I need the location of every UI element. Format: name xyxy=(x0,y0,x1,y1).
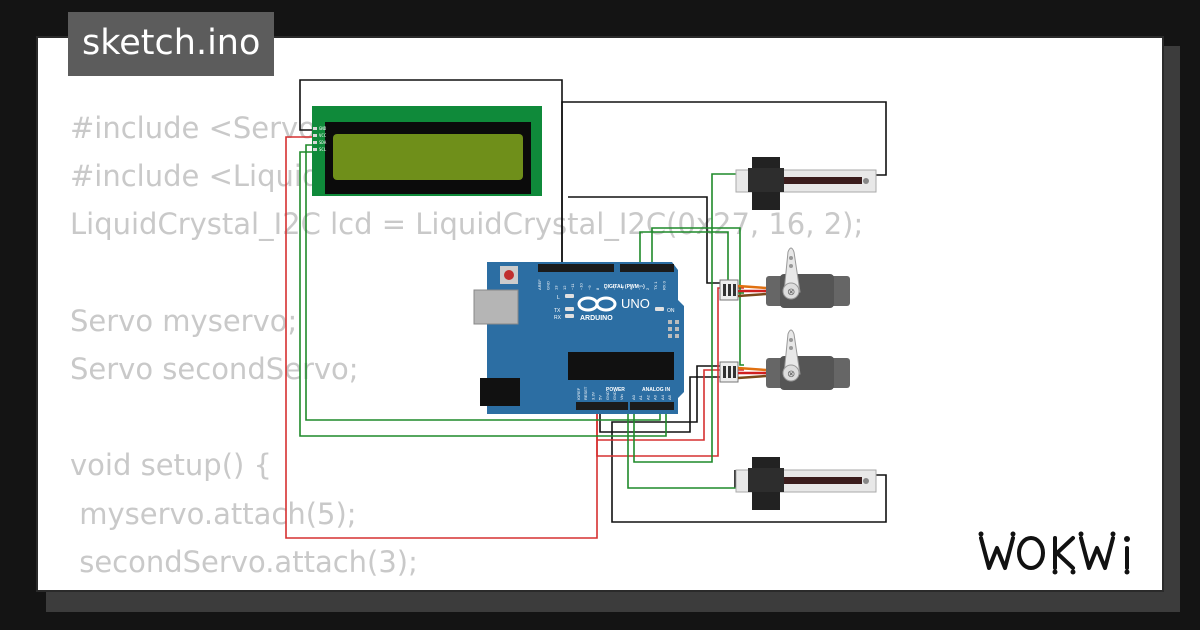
pin-label: GND xyxy=(612,391,617,400)
board-brand-label: ARDUINO xyxy=(580,315,613,322)
pin-label: 12 xyxy=(562,285,567,290)
wire-green-pot2-signal xyxy=(627,408,744,489)
power-header xyxy=(576,402,628,410)
slide-potentiometer-1[interactable] xyxy=(735,157,877,210)
pin-label: 5V xyxy=(598,395,603,400)
analog-header xyxy=(630,402,674,410)
pin-label: ~11 xyxy=(570,283,575,290)
wire-green-servo2-signal xyxy=(651,227,744,366)
lcd-pin-headers xyxy=(313,127,317,151)
arduino-uno-board[interactable]: UNO ARDUINO DIGITAL (PWM ~) POWER ANALOG… xyxy=(473,262,684,414)
servo-screw-icon: ⊗ xyxy=(787,287,795,298)
code-line: Servo secondServo; xyxy=(70,351,359,386)
pin-label: ~10 xyxy=(579,282,584,290)
pin-label: A5 xyxy=(667,394,672,400)
pin-label: ~6 xyxy=(612,285,617,290)
pin-label: A0 xyxy=(631,394,636,400)
code-line: Servo myservo; xyxy=(70,303,298,338)
pin-label: RX 0 xyxy=(662,280,667,290)
servo-motor-2[interactable]: ⊗ xyxy=(719,329,850,390)
pin-label: IOREF xyxy=(576,387,581,400)
tx-led-label: TX xyxy=(554,308,561,314)
pin-label: ~3 xyxy=(637,285,642,290)
pin-label: 4 xyxy=(628,287,633,290)
wire-red-lcd-vcc xyxy=(285,136,598,539)
code-line: void setup() { xyxy=(70,448,272,483)
analog-in-label: ANALOG IN xyxy=(642,387,670,393)
lcd-pin-sda: SDA xyxy=(319,140,327,145)
filename-tab[interactable]: sketch.ino xyxy=(68,12,275,76)
pin-label: 8 xyxy=(595,287,600,290)
pin-label: Vin xyxy=(619,394,624,400)
lcd-pin-gnd: GND xyxy=(319,126,327,131)
pin-label: GND xyxy=(605,391,610,400)
pin-label: TX 1 xyxy=(653,281,658,290)
lcd-pin-vcc: VCC xyxy=(319,133,327,138)
servo-screw-icon: ⊗ xyxy=(787,369,795,380)
slide-potentiometer-2[interactable] xyxy=(735,457,877,510)
rx-led-label: RX xyxy=(554,315,562,321)
wire-black-gnd-bus xyxy=(599,376,720,433)
wokwi-logo xyxy=(978,531,1130,575)
pin-label: AREF xyxy=(537,279,542,290)
pin-label: 13 xyxy=(554,285,559,290)
pin-label: ~5 xyxy=(620,285,625,290)
pin-label: RESET xyxy=(583,386,588,400)
usb-port xyxy=(473,289,519,325)
lcd-pin-scl: SCL xyxy=(319,147,327,152)
on-led-label: ON xyxy=(667,308,675,314)
wire-black-servo2-gnd xyxy=(611,365,887,523)
icsp-header xyxy=(668,320,679,338)
pin-label: 3.3V xyxy=(590,391,595,400)
status-leds xyxy=(565,294,664,318)
pin-label: A4 xyxy=(660,394,665,400)
filename-label: sketch.ino xyxy=(82,23,261,63)
wire-green-lcd-sda xyxy=(305,144,661,421)
lcd-module[interactable]: GND VCC SDA SCL xyxy=(312,106,542,196)
power-label: POWER xyxy=(606,387,625,393)
pin-label: A1 xyxy=(638,394,643,400)
pin-label: A2 xyxy=(645,394,650,400)
pin-label: ~9 xyxy=(587,285,592,290)
l-led-label: L xyxy=(557,295,560,301)
servo-motor-1[interactable]: ⊗ xyxy=(719,247,850,308)
board-model-label: UNO xyxy=(621,296,650,311)
wire-black-pot1-gnd xyxy=(568,196,720,284)
atmega-chip xyxy=(568,352,674,380)
digital-header-left xyxy=(538,264,614,272)
reset-button-cap[interactable] xyxy=(504,270,514,280)
infinity-logo-icon xyxy=(577,296,617,312)
pin-label: 2 xyxy=(645,287,650,290)
pin-label: A3 xyxy=(653,394,658,400)
wire-green-pot1-signal xyxy=(633,173,744,463)
code-line: secondServo.attach(3); xyxy=(70,544,418,579)
digital-pwm-label: DIGITAL (PWM ~) xyxy=(604,284,645,290)
code-line: myservo.attach(5); xyxy=(70,496,357,531)
pin-label: 7 xyxy=(603,287,608,290)
digital-header-right xyxy=(620,264,674,272)
wire-green-lcd-scl xyxy=(299,151,667,437)
pin-label: GND xyxy=(545,281,550,290)
wire-black-top-rail xyxy=(561,101,887,265)
power-jack xyxy=(480,378,520,406)
code-line: LiquidCrystal_I2C lcd = LiquidCrystal_I2… xyxy=(70,207,864,242)
